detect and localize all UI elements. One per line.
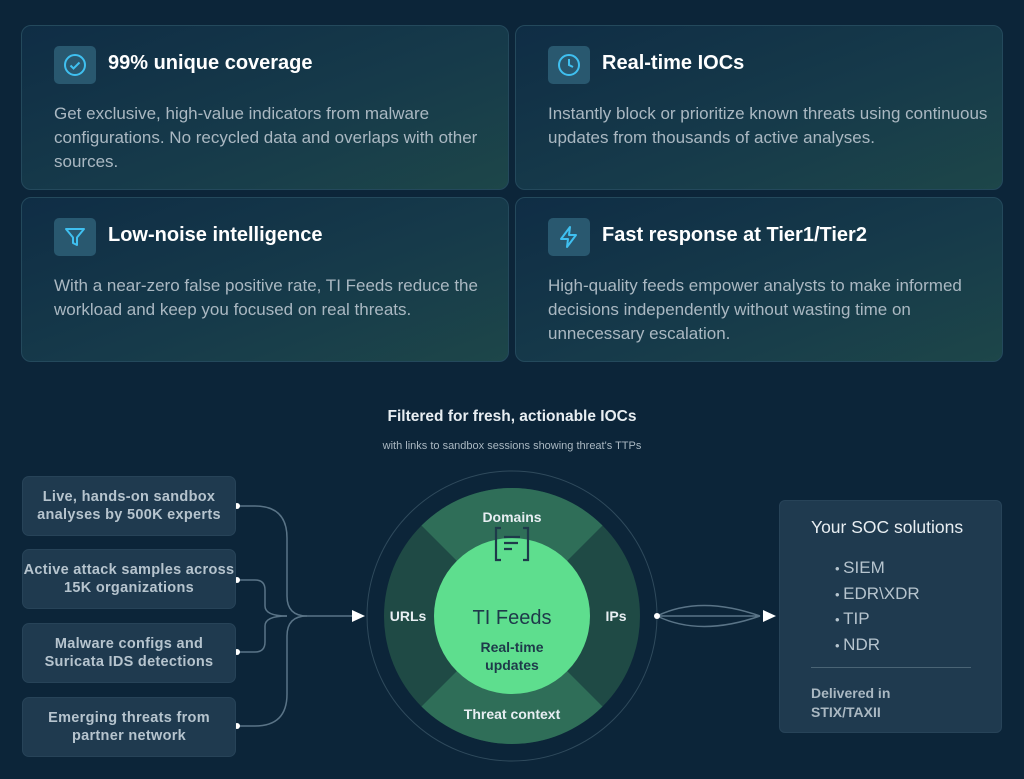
feature-title: Fast response at Tier1/Tier2 bbox=[602, 224, 867, 246]
arrow-icon bbox=[763, 610, 776, 622]
feature-body: With a near-zero false positive rate, TI… bbox=[54, 276, 478, 319]
divider bbox=[811, 667, 971, 668]
feature-body: Instantly block or prioritize known thre… bbox=[548, 104, 988, 147]
arrow-icon bbox=[352, 610, 365, 622]
feature-title: Real-time IOCs bbox=[602, 52, 745, 74]
hub-title: TI Feeds bbox=[473, 607, 552, 629]
source-box: Live, hands-on sandbox analyses by 500K … bbox=[22, 476, 236, 536]
soc-item: EDR\XDR bbox=[835, 582, 920, 608]
diagram-title: Filtered for fresh, actionable IOCs bbox=[387, 408, 637, 425]
source-box: Active attack samples across 15K organiz… bbox=[22, 549, 236, 609]
soc-title: Your SOC solutions bbox=[811, 517, 964, 537]
check-circle-icon bbox=[54, 46, 96, 84]
source-box: Emerging threats from partner network bbox=[22, 697, 236, 757]
feature-card-realtime: Real-time IOCs Instantly block or priori… bbox=[515, 25, 1003, 190]
feature-card-coverage: 99% unique coverage Get exclusive, high-… bbox=[21, 25, 509, 190]
clock-icon bbox=[548, 46, 590, 84]
hub-bottom-label: Threat context bbox=[464, 706, 561, 722]
feature-body: Get exclusive, high-value indicators fro… bbox=[54, 104, 478, 171]
feature-card-low-noise: Low-noise intelligence With a near-zero … bbox=[21, 197, 509, 362]
hub-left-label: URLs bbox=[390, 608, 427, 624]
feature-card-fast-response: Fast response at Tier1/Tier2 High-qualit… bbox=[515, 197, 1003, 362]
feature-title: 99% unique coverage bbox=[108, 52, 313, 74]
soc-item: SIEM bbox=[835, 556, 920, 582]
source-box: Malware configs and Suricata IDS detecti… bbox=[22, 623, 236, 683]
hub-right-label: IPs bbox=[605, 608, 626, 624]
soc-item: NDR bbox=[835, 633, 920, 659]
diagram-subtitle: with links to sandbox sessions showing t… bbox=[382, 440, 642, 452]
lightning-icon bbox=[548, 218, 590, 256]
delivery-format: Delivered in STIX/TAXII bbox=[811, 685, 891, 720]
soc-solutions-box: Your SOC solutions SIEM EDR\XDR TIP NDR … bbox=[779, 500, 1002, 733]
ti-feeds-hub: Domains URLs IPs Threat context TI Feeds… bbox=[384, 488, 640, 744]
hub-top-label: Domains bbox=[482, 509, 541, 525]
document-icon bbox=[494, 526, 530, 562]
soc-item: TIP bbox=[835, 607, 920, 633]
feature-title: Low-noise intelligence bbox=[108, 224, 323, 246]
feature-body: High-quality feeds empower analysts to m… bbox=[548, 276, 962, 343]
filter-icon bbox=[54, 218, 96, 256]
